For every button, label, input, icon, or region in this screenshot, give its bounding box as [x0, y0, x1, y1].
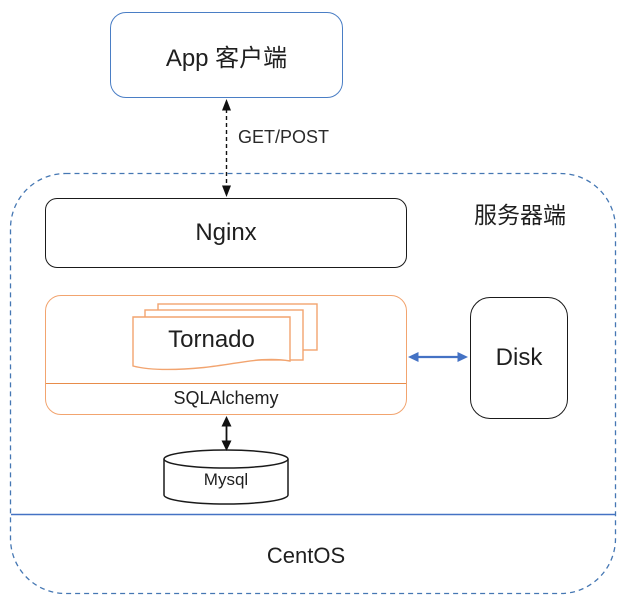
tornado-disk-arrow — [408, 352, 468, 362]
sqlalchemy-mysql-arrow — [221, 416, 232, 451]
get-post-arrow — [222, 99, 231, 197]
tornado-sqlalchemy-divider — [46, 383, 406, 384]
tornado-label: Tornado — [168, 326, 255, 353]
sqlalchemy-label: SQLAlchemy — [173, 388, 279, 408]
app-client-node: App 客户端 — [110, 12, 343, 98]
nginx-node: Nginx — [45, 198, 407, 268]
get-post-edge-label: GET/POST — [238, 127, 330, 147]
disk-node: Disk — [470, 297, 568, 419]
server-zone-label: 服务器端 — [474, 202, 566, 228]
disk-label: Disk — [495, 344, 543, 371]
mysql-label: Mysql — [203, 470, 249, 489]
centos-label: CentOS — [266, 543, 346, 568]
app-client-label: App 客户端 — [165, 44, 288, 72]
nginx-label: Nginx — [195, 219, 257, 246]
